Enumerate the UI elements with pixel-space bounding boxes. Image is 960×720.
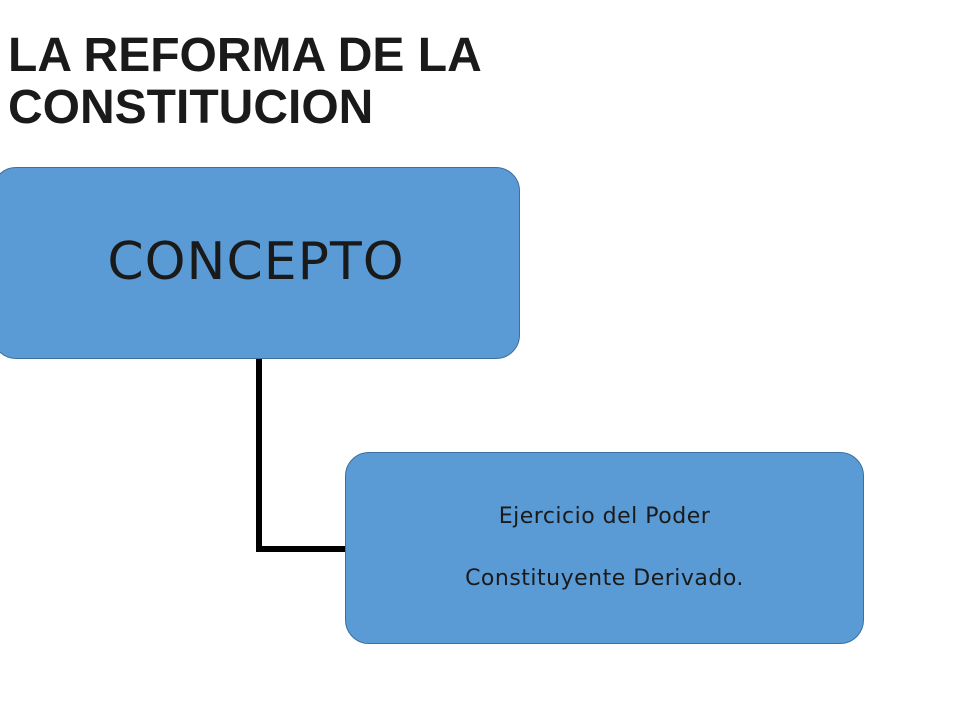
concept-box: CONCEPTO	[0, 167, 520, 359]
connector-line	[256, 359, 346, 552]
concept-label: CONCEPTO	[107, 232, 405, 292]
slide-title-line-1: LA REFORMA DE LA	[8, 29, 482, 82]
definition-line-2: Constituyente Derivado.	[465, 566, 744, 591]
definition-box: Ejercicio del Poder Constituyente Deriva…	[345, 452, 864, 644]
slide-title-line-2: CONSTITUCION	[8, 81, 374, 134]
slide-title: LA REFORMA DE LA CONSTITUCION	[8, 30, 568, 134]
definition-line-1: Ejercicio del Poder	[498, 504, 711, 529]
